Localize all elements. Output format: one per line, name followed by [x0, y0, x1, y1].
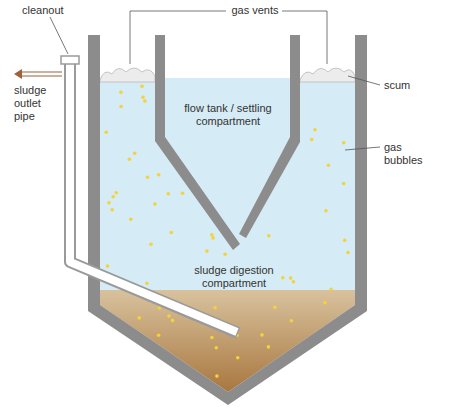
scum-label: scum	[384, 79, 434, 92]
gas-bubble	[310, 138, 314, 142]
leader-line	[345, 147, 380, 150]
gas-bubble	[157, 333, 161, 337]
gas-bubble	[104, 131, 108, 135]
gas-bubble	[281, 276, 285, 280]
gas-bubble	[128, 157, 132, 161]
gas-bubble	[170, 231, 174, 235]
outlet-arrow	[20, 75, 62, 76]
outlet-arrow	[20, 71, 62, 72]
gas-bubble	[213, 306, 217, 310]
digestion-label: sludge digestion compartment	[188, 264, 280, 290]
gas-bubble	[313, 128, 317, 132]
gas-bubble	[273, 305, 277, 309]
gas-bubble	[211, 236, 215, 240]
gas-bubble	[110, 208, 114, 212]
gas-bubble	[153, 202, 157, 206]
leader-line	[50, 17, 68, 54]
leader-line	[130, 11, 226, 12]
compartment-label: flow tank / settling compartment	[171, 102, 285, 128]
gas-bubble	[119, 105, 123, 109]
gas-bubble	[111, 195, 115, 199]
leader-line	[348, 76, 380, 85]
gas-bubble	[157, 173, 161, 177]
gas-bubble	[342, 182, 346, 186]
gas-bubble	[267, 234, 271, 238]
settling-wall	[239, 35, 300, 238]
vent-label: gas vents	[229, 4, 281, 17]
gas-bubble	[343, 239, 347, 243]
gas-bubble	[215, 374, 219, 378]
gas-bubble	[210, 336, 214, 340]
cleanout-label: cleanout	[22, 4, 82, 17]
cleanout-cap	[61, 56, 79, 64]
gas-bubble	[205, 249, 209, 253]
gas-bubble	[137, 316, 141, 320]
gas-bubble	[133, 151, 137, 155]
settling-wall	[155, 35, 240, 250]
gas-bubble	[329, 288, 333, 292]
gas-bubble	[292, 280, 296, 284]
gas-bubble	[143, 99, 147, 103]
gas-bubble	[106, 264, 110, 268]
gas-bubble	[167, 314, 171, 318]
gas-bubble	[210, 233, 214, 237]
gas-bubble	[146, 175, 150, 179]
gas-bubble	[327, 164, 331, 168]
gas-bubble	[140, 85, 144, 89]
leader-line	[282, 11, 327, 12]
gas-bubble	[324, 209, 328, 213]
gas-bubble	[342, 141, 346, 145]
gas-bubble	[171, 319, 175, 323]
gas-bubble	[145, 282, 149, 286]
gas-bubble	[115, 191, 119, 195]
bubbles-label: gas bubbles	[384, 141, 434, 167]
gas-bubble	[107, 201, 111, 205]
gas-bubble	[119, 91, 123, 95]
gas-bubble	[181, 191, 185, 195]
scum-layer	[100, 68, 155, 82]
gas-bubble	[223, 252, 227, 256]
tank-wall	[88, 35, 367, 405]
gas-bubble	[149, 243, 153, 247]
leader-line	[130, 11, 131, 64]
gas-bubble	[141, 95, 145, 99]
gas-bubble	[167, 192, 171, 196]
gas-bubble	[129, 218, 133, 222]
leader-line	[327, 11, 328, 64]
settling-compartment: flow tank / settling compartment	[169, 100, 287, 130]
gas-bubble	[236, 356, 240, 360]
gas-bubble	[290, 319, 294, 323]
gas-bubble	[267, 345, 271, 349]
outlet-pipe-label: sludge outlet pipe	[14, 84, 64, 123]
gas-bubble	[346, 251, 350, 255]
outlet-arrowhead	[14, 69, 22, 79]
gas-bubble	[289, 276, 293, 280]
gas-bubble	[215, 346, 219, 350]
gas-bubble	[260, 333, 264, 337]
scum-layer	[300, 68, 355, 82]
gas-bubble	[323, 301, 327, 305]
